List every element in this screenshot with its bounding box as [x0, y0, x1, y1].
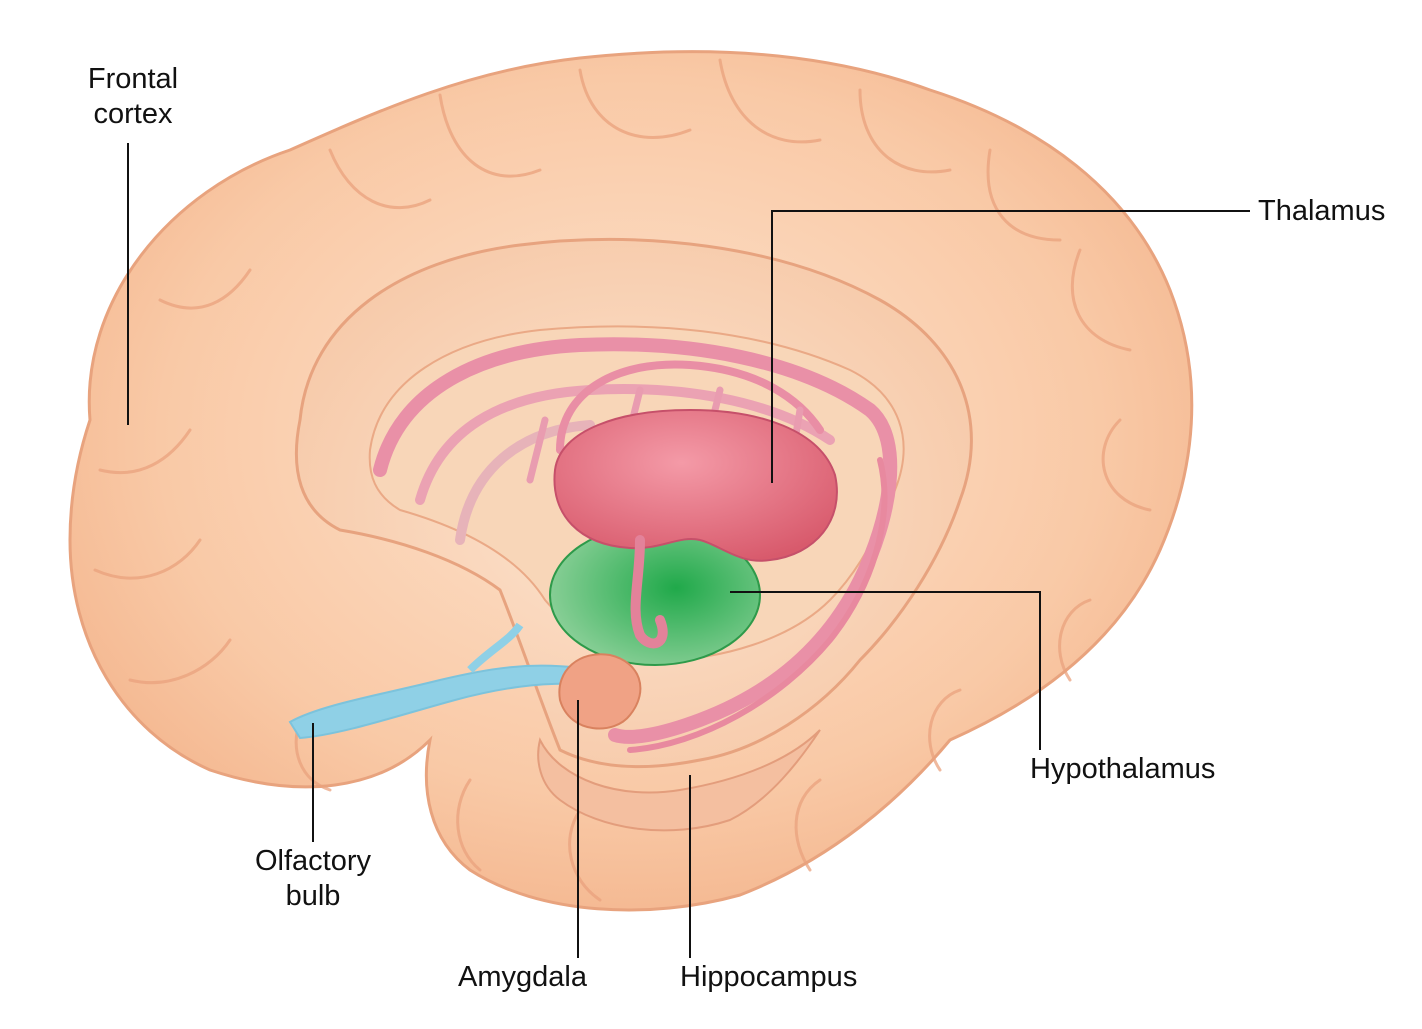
leader-thalamus — [771, 210, 1250, 483]
label-frontal-cortex-line1: Frontal — [87, 63, 179, 95]
gyri-folds — [93, 58, 1152, 902]
label-amygdala: Amygdala — [458, 961, 587, 993]
leader-lines — [127, 143, 1250, 958]
thalamus-structure — [553, 408, 838, 562]
label-frontal-cortex: Frontal cortex — [78, 62, 188, 132]
label-hippocampus: Hippocampus — [680, 961, 858, 993]
leader-hypothalamus — [730, 591, 1041, 750]
label-olfactory-bulb-line1: Olfactory — [254, 845, 372, 877]
label-olfactory-bulb-line2: bulb — [285, 880, 341, 912]
amygdala-structure — [558, 653, 642, 730]
mammillary-tract — [630, 535, 668, 649]
label-hypothalamus: Hypothalamus — [1030, 753, 1216, 785]
label-thalamus: Thalamus — [1258, 195, 1386, 227]
olfactory-branch — [467, 622, 524, 673]
label-frontal-cortex-line2: cortex — [93, 98, 173, 130]
label-olfactory-bulb: Olfactory bulb — [238, 844, 388, 914]
hippocampus-structure — [537, 729, 821, 832]
